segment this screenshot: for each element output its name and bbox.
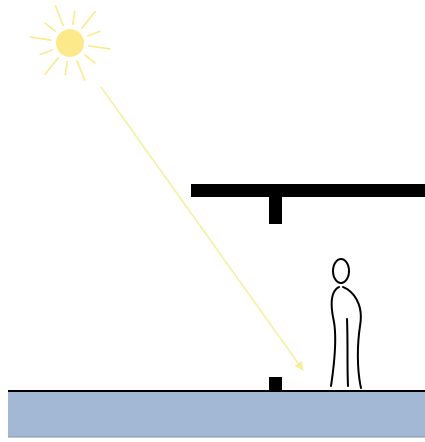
canopy-roof <box>191 184 425 197</box>
sun-icon <box>30 6 109 80</box>
sun-ray <box>73 11 75 24</box>
person-head <box>333 259 349 283</box>
sunlight-ray-arrow <box>101 87 303 370</box>
person-body <box>331 287 361 388</box>
sun-ray <box>77 61 85 81</box>
ground-post <box>269 377 282 392</box>
sun-core <box>56 29 84 57</box>
sun-ray <box>55 6 63 26</box>
sun-ray <box>65 62 67 75</box>
sun-ray <box>40 50 52 55</box>
sun-ray <box>88 31 100 36</box>
water-base <box>8 392 425 437</box>
canopy-support-post <box>269 197 282 224</box>
sun-ray <box>30 37 51 40</box>
sun-ray <box>45 23 55 31</box>
sun-ray <box>89 46 110 49</box>
person-icon <box>331 259 361 388</box>
sun-ray <box>82 12 95 28</box>
sun-ray <box>45 58 58 74</box>
sun-ray <box>85 55 95 63</box>
